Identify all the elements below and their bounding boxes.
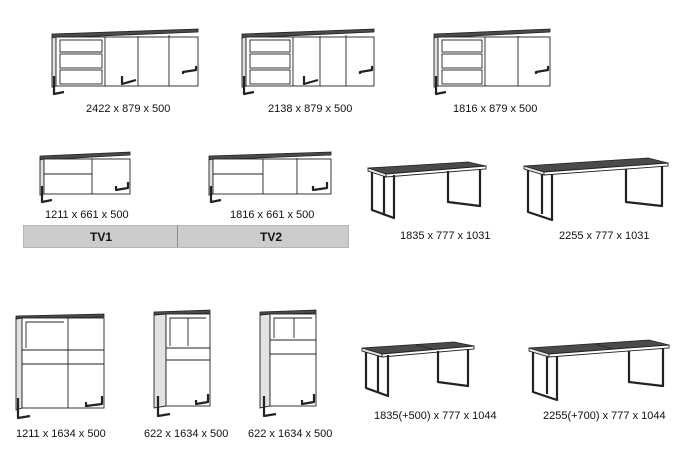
tall-cabinet-b-svg xyxy=(259,309,317,418)
sideboard-2138-svg xyxy=(241,28,375,96)
tall-cabinet-b-drawing xyxy=(256,306,322,422)
tv1-label: TV1 xyxy=(90,230,113,244)
ext-table-1835-drawing xyxy=(358,338,478,404)
tv2-unit-drawing xyxy=(205,148,335,206)
sideboard-1816-dimensions: 1816 x 879 x 500 xyxy=(453,103,538,115)
tv2-unit-dimensions: 1816 x 661 x 500 xyxy=(230,209,315,221)
sideboard-2422-svg xyxy=(51,28,199,96)
sideboard-2138-dimensions: 2138 x 879 x 500 xyxy=(268,103,353,115)
table-1835-dimensions: 1835 x 777 x 1031 xyxy=(400,230,491,242)
sideboard-1816-drawing xyxy=(430,26,555,98)
sideboard-1816-svg xyxy=(433,28,551,96)
tall-cabinet-b-dimensions: 622 x 1634 x 500 xyxy=(248,428,333,440)
tv1-unit-drawing xyxy=(36,148,136,206)
tv1-unit-dimensions: 1211 x 661 x 500 xyxy=(45,209,129,221)
tall-cabinet-a-svg xyxy=(153,309,211,418)
sideboard-2422-drawing xyxy=(48,26,203,98)
highboard-1211-svg xyxy=(15,313,105,420)
table-2255-dimensions: 2255 x 777 x 1031 xyxy=(559,230,650,242)
ext-table-2255-dimensions: 2255(+700) x 777 x 1044 xyxy=(543,410,666,422)
ext-table-1835-svg xyxy=(361,341,475,398)
tv2-unit-svg xyxy=(208,151,332,204)
sideboard-2422-dimensions: 2422 x 879 x 500 xyxy=(86,103,171,115)
tv2-label: TV2 xyxy=(260,230,283,244)
tv-bar-separator xyxy=(177,226,178,247)
ext-table-1835-dimensions: 1835(+500) x 777 x 1044 xyxy=(374,410,497,422)
table-1835-svg xyxy=(367,161,487,220)
table-2255-drawing xyxy=(520,154,672,226)
ext-table-2255-drawing xyxy=(525,336,673,406)
tall-cabinet-a-dimensions: 622 x 1634 x 500 xyxy=(144,428,229,440)
highboard-1211-dimensions: 1211 x 1634 x 500 xyxy=(16,428,106,440)
tv-label-bar: TV1 TV2 xyxy=(23,225,349,248)
ext-table-2255-svg xyxy=(528,339,670,402)
highboard-1211-drawing xyxy=(12,310,108,422)
tv1-unit-svg xyxy=(39,151,131,204)
tall-cabinet-a-drawing xyxy=(150,306,216,422)
table-2255-svg xyxy=(523,157,669,222)
table-1835-drawing xyxy=(364,158,490,226)
sideboard-2138-drawing xyxy=(238,26,378,98)
